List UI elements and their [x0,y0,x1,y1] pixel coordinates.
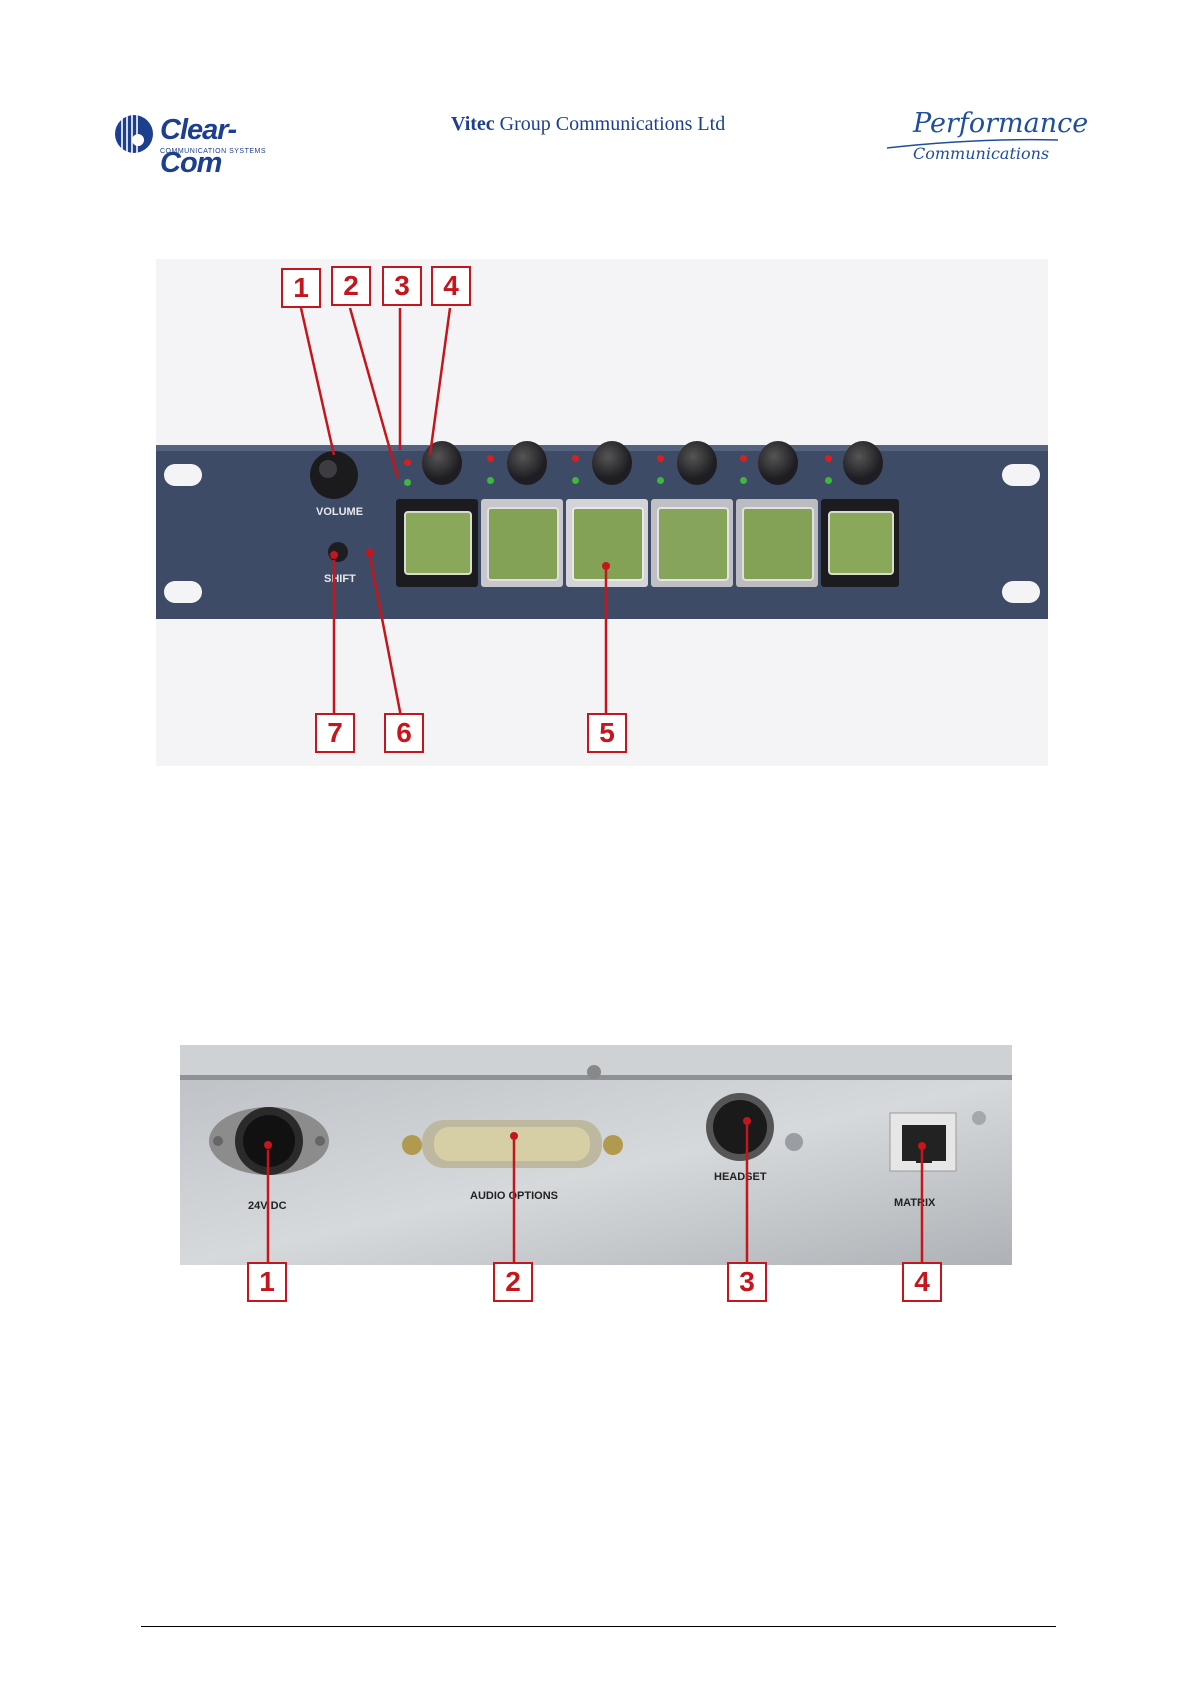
rear-callout-2: 2 [493,1262,533,1302]
rear-callout-4: 4 [902,1262,942,1302]
footer-rule [141,1626,1056,1627]
rear-callout-3: 3 [727,1262,767,1302]
rear-callout-1: 1 [247,1262,287,1302]
